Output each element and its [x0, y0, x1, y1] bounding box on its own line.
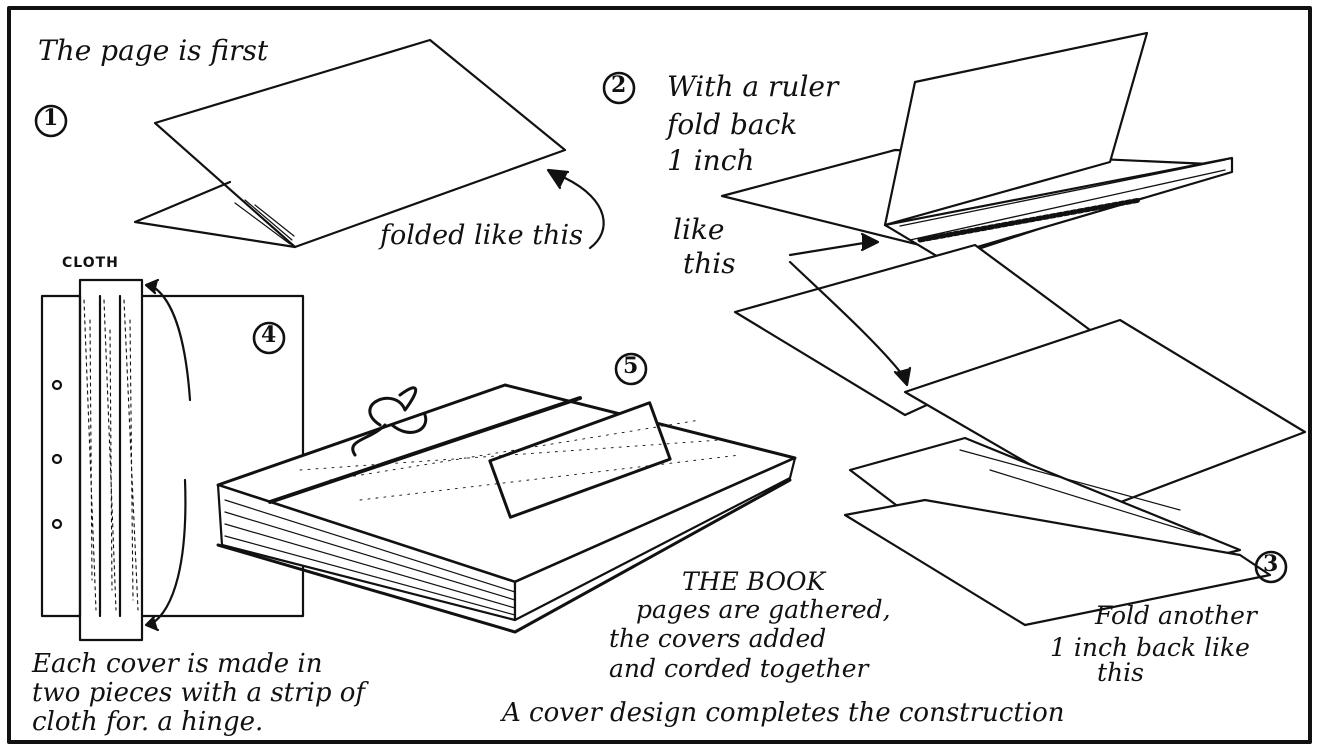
label-page-first: The page is first	[38, 36, 268, 65]
label-book-line1: pages are gathered,	[636, 597, 891, 623]
label-cover-line2: two pieces with a strip of	[32, 680, 365, 707]
step-number-3: 3	[1263, 553, 1278, 576]
label-ruler-line2: fold back	[667, 110, 797, 139]
arrowhead-like-this-1	[862, 234, 878, 250]
arrow-like-this-1	[790, 242, 870, 255]
label-book-line2: the covers added	[609, 626, 826, 652]
label-like: like	[673, 215, 724, 244]
step-number-1: 1	[43, 107, 58, 130]
label-cover-line1: Each cover is made in	[32, 651, 322, 678]
label-ruler-line1: With a ruler	[667, 72, 838, 101]
label-book-line3: and corded together	[609, 656, 869, 682]
arrowhead-cloth-top	[146, 280, 158, 293]
label-folded-like-this: folded like this	[380, 222, 583, 250]
folded-page-drawing	[135, 40, 565, 247]
ruler-fold-drawing	[722, 33, 1232, 258]
label-ruler-line3: 1 inch	[667, 146, 754, 175]
label-cover-design: A cover design completes the constructio…	[502, 700, 1065, 727]
label-fold-line1: Fold another	[1095, 603, 1257, 629]
label-cloth: CLOTH	[62, 256, 119, 271]
step-number-5: 5	[623, 355, 638, 378]
step-number-2: 2	[611, 74, 626, 97]
step-number-4: 4	[261, 324, 276, 347]
label-cover-line3: cloth for. a hinge.	[32, 709, 263, 736]
label-book-title: THE BOOK	[682, 569, 825, 595]
label-fold-line2: 1 inch back like	[1050, 635, 1250, 661]
label-this: this	[683, 249, 736, 278]
label-fold-line3: this	[1097, 660, 1144, 686]
